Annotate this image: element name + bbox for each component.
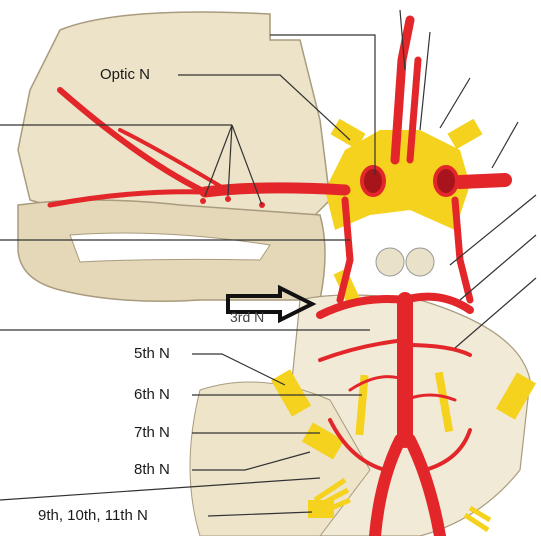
label-third-nerve: 3rd N <box>230 309 264 326</box>
optic-nerve-right <box>448 119 483 150</box>
label-optic-nerve: Optic N <box>100 66 150 83</box>
leader-top-3 <box>420 32 430 130</box>
branch-dot-1 <box>200 198 206 204</box>
cerebral-hemisphere <box>18 12 330 230</box>
label-seventh-nerve: 7th N <box>134 424 170 441</box>
leader-right-4 <box>460 235 536 300</box>
leader-right-1 <box>440 78 470 128</box>
internal-carotid-right <box>435 167 457 195</box>
label-ninth-tenth-eleventh-nerve: 9th, 10th, 11th N <box>38 507 148 524</box>
label-sixth-nerve: 6th N <box>134 386 170 403</box>
internal-carotid-left <box>362 167 384 195</box>
leader-right-2 <box>492 122 518 168</box>
mammillary-body-right <box>406 248 434 276</box>
mammillary-body-left <box>376 248 404 276</box>
label-eighth-nerve: 8th N <box>134 461 170 478</box>
branch-dot-2 <box>225 196 231 202</box>
ninth-nerve-stub <box>308 500 334 518</box>
label-fifth-nerve: 5th N <box>134 345 170 362</box>
middle-cerebral-artery-right <box>460 180 505 182</box>
